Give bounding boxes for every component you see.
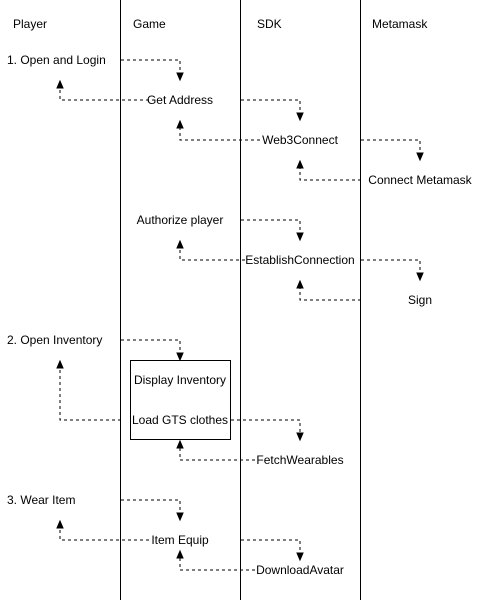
step-authorize-player: Authorize player [137,213,224,227]
arrow-up-icon [56,79,64,89]
flow-equip-to-player [59,526,149,541]
flow-get-address-to-web3connect [241,99,301,114]
step-connect-metamask: Connect Metamask [368,173,472,187]
arrow-up-icon [56,359,64,369]
arrow-down-icon [416,272,424,282]
flow-wear-item-to-equip [121,499,181,514]
arrow-up-icon [296,159,304,169]
flow-equip-to-download [241,539,301,554]
lane-header-metamask: Metamask [372,17,428,31]
step-open-inventory: 2. Open Inventory [7,333,102,347]
step-open-login: 1. Open and Login [7,53,106,67]
flow-web3connect-to-metamask [361,139,421,154]
arrow-up-icon [176,439,184,449]
step-display-inventory: Display Inventory [134,373,226,387]
arrow-down-icon [176,512,184,522]
flow-authorize-to-establish [241,219,301,234]
step-establish-connection: EstablishConnection [245,253,354,267]
step-web3connect: Web3Connect [262,133,338,147]
arrowheads [56,72,424,562]
lane-header-game: Game [133,17,166,31]
step-get-address: Get Address [147,93,213,107]
flow-fetch-to-game [179,446,255,461]
step-fetch-wearables: FetchWearables [256,453,343,467]
flow-load-clothes-to-fetch [231,419,301,434]
arrow-up-icon [176,239,184,249]
arrow-down-icon [296,112,304,122]
flow-login-to-get-address [121,59,181,74]
arrow-down-icon [296,232,304,242]
arrow-up-icon [176,119,184,129]
flow-load-clothes-to-player [59,366,121,421]
arrow-down-icon [176,72,184,82]
step-sign: Sign [408,293,432,307]
flow-get-address-to-player [59,86,149,101]
flow-establish-to-sign [361,259,421,274]
inventory-box [130,360,231,440]
flow-establish-to-game [179,246,245,261]
flow-connect-metamask-to-sdk [299,166,361,181]
arrow-down-icon [296,432,304,442]
flow-sign-to-sdk [299,286,361,301]
arrow-down-icon [176,352,184,362]
step-item-equip: Item Equip [151,533,209,547]
arrow-up-icon [296,279,304,289]
arrow-up-icon [56,519,64,529]
flow-open-inventory-to-display [121,339,181,354]
flow-connectors [59,59,421,571]
arrow-up-icon [176,549,184,559]
step-download-avatar: DownloadAvatar [256,563,344,577]
arrow-down-icon [296,552,304,562]
step-load-gts-clothes: Load GTS clothes [132,413,228,427]
flow-web3connect-to-game [179,126,260,141]
flow-download-to-game [179,556,255,571]
lane-header-player: Player [13,17,47,31]
arrow-down-icon [416,152,424,162]
step-wear-item: 3. Wear Item [7,493,75,507]
lane-header-sdk: SDK [257,17,282,31]
